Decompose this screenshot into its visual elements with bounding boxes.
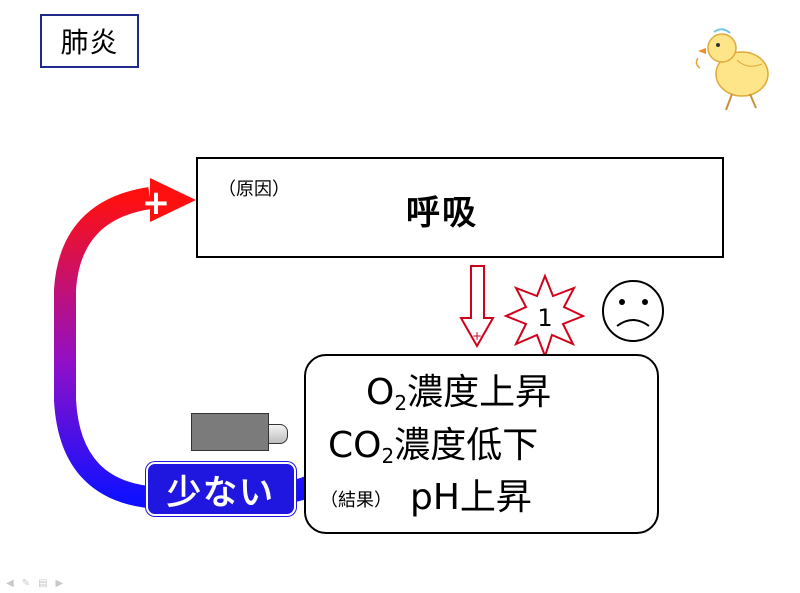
less-badge: 少ない	[146, 462, 296, 516]
result-line-co2: CO2濃度低下	[328, 425, 539, 468]
chick-sticker-icon	[695, 28, 769, 111]
result-box	[304, 354, 659, 534]
slide-title: 肺炎	[40, 14, 139, 68]
feedback-plus-sign: +	[142, 183, 171, 223]
link-down-arrow	[459, 265, 495, 349]
star-burst	[503, 273, 586, 359]
battery-cap	[268, 424, 288, 444]
result-line-o2: O2濃度上昇	[366, 372, 552, 415]
cause-text: 呼吸	[406, 193, 478, 233]
result-tag: （結果）	[320, 490, 392, 511]
cause-box	[196, 157, 724, 258]
next-slide-icon[interactable]: ▶	[55, 578, 64, 589]
battery-icon	[191, 413, 269, 451]
prev-slide-icon[interactable]: ◀	[6, 578, 14, 589]
link-plus-sign: +	[472, 329, 482, 343]
result-line-ph: pH上昇	[410, 477, 532, 518]
cause-tag: （原因）	[218, 179, 290, 200]
menu-icon[interactable]: ▤	[38, 578, 48, 589]
feedback-arrowhead	[150, 178, 196, 222]
pen-icon[interactable]: ✎	[21, 578, 31, 589]
sad-face-icon	[602, 280, 664, 342]
star-number: 1	[537, 304, 552, 332]
slide-nav[interactable]: ◀ ✎ ▤ ▶	[6, 578, 63, 589]
